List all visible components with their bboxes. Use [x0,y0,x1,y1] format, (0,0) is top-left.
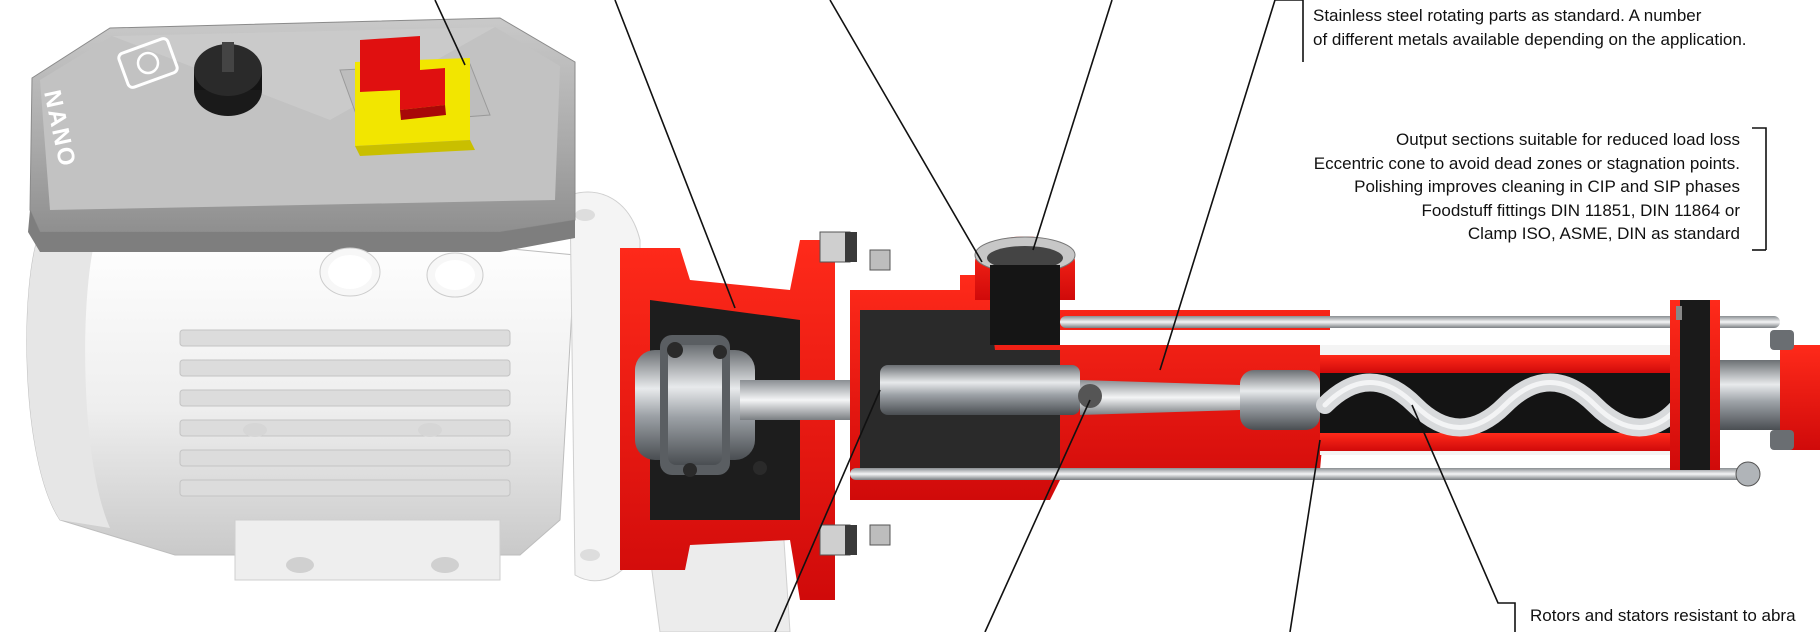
leader-lines [434,0,1767,632]
rotation-icon [117,37,179,89]
speed-knob [194,42,262,116]
lantern-housing [620,240,835,600]
outlet-end [1670,300,1820,470]
callout-line: of different metals available depending … [1313,29,1747,49]
suction-port [974,236,1076,345]
main-switch [339,36,491,156]
callout-line: Clamp ISO, ASME, DIN as standard [1467,224,1740,243]
callout-rotating-parts: Stainless steel rotating parts as standa… [1313,4,1747,51]
callout-line: Eccentric cone to avoid dead zones or st… [1313,153,1740,173]
callout-line: Stainless steel rotating parts as standa… [1313,6,1702,25]
callout-output-sections: Output sections suitable for reduced loa… [1314,128,1740,246]
cable-glands [319,247,484,298]
control-box: NANO [28,17,576,298]
callout-line: Foodstuff fittings DIN 11851, DIN 11864 … [1421,200,1740,220]
callout-line: Output sections suitable for reduced loa… [1396,130,1740,149]
callout-line: Rotors and stators resistant to abra [1530,606,1796,625]
stator-rotor [1316,345,1689,455]
pump-casing [850,275,1330,500]
callout-rotors-stators: Rotors and stators resistant to abra [1530,604,1820,628]
callout-line: Polishing improves cleaning in CIP and S… [1354,177,1740,196]
flange-bolts [819,231,891,556]
tie-rods [850,316,1780,487]
